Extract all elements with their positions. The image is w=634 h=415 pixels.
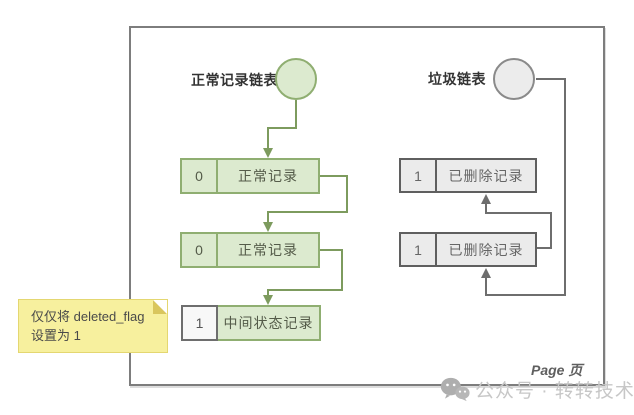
wechat-icon <box>440 377 470 402</box>
note-line-1: 仅仅将 deleted_flag <box>31 309 145 324</box>
intermediate-record: 1 中间状态记录 <box>181 305 321 341</box>
garbage-chain-head-node <box>493 58 535 100</box>
edge-garbage-head-to-node2 <box>485 78 566 296</box>
deleted-flag-cell: 1 <box>399 158 436 193</box>
normal-chain-head-node <box>275 58 317 100</box>
arrowhead-normal-node3 <box>263 295 273 305</box>
deleted-flag-cell: 1 <box>399 232 436 267</box>
edge-normal-node2-to-node3 <box>267 249 343 296</box>
note-fold-corner <box>153 300 167 314</box>
deleted-record-1: 1 已删除记录 <box>399 158 537 193</box>
watermark: 公众号 · 转转技术 <box>440 376 634 403</box>
arrowhead-normal-node2 <box>263 222 273 232</box>
deleted-flag-cell: 1 <box>181 305 218 341</box>
page-label: Page 页 <box>531 362 583 378</box>
record-label: 中间状态记录 <box>218 305 321 341</box>
normal-chain-title: 正常记录链表 <box>191 72 278 88</box>
sticky-note: 仅仅将 deleted_flag 设置为 1 <box>18 299 168 353</box>
deleted-flag-cell: 0 <box>180 232 217 268</box>
record-label: 正常记录 <box>217 232 320 268</box>
record-label: 已删除记录 <box>436 232 537 267</box>
record-label: 正常记录 <box>217 158 320 194</box>
garbage-chain-title: 垃圾链表 <box>428 71 486 87</box>
deleted-record-2: 1 已删除记录 <box>399 232 537 267</box>
watermark-text: 公众号 · 转转技术 <box>475 381 634 402</box>
edge-garbage-node2-to-node1 <box>485 203 552 249</box>
arrowhead-garbage-node2 <box>481 268 491 278</box>
normal-record-1: 0 正常记录 <box>180 158 320 194</box>
record-label: 已删除记录 <box>436 158 537 193</box>
deleted-flag-cell: 0 <box>180 158 217 194</box>
note-line-2: 设置为 1 <box>31 327 81 343</box>
edge-normal-head-to-node1 <box>267 100 297 149</box>
arrowhead-garbage-node1 <box>481 194 491 204</box>
edge-normal-node1-to-node2 <box>267 175 348 223</box>
arrowhead-normal-node1 <box>263 148 273 158</box>
normal-record-2: 0 正常记录 <box>180 232 320 268</box>
